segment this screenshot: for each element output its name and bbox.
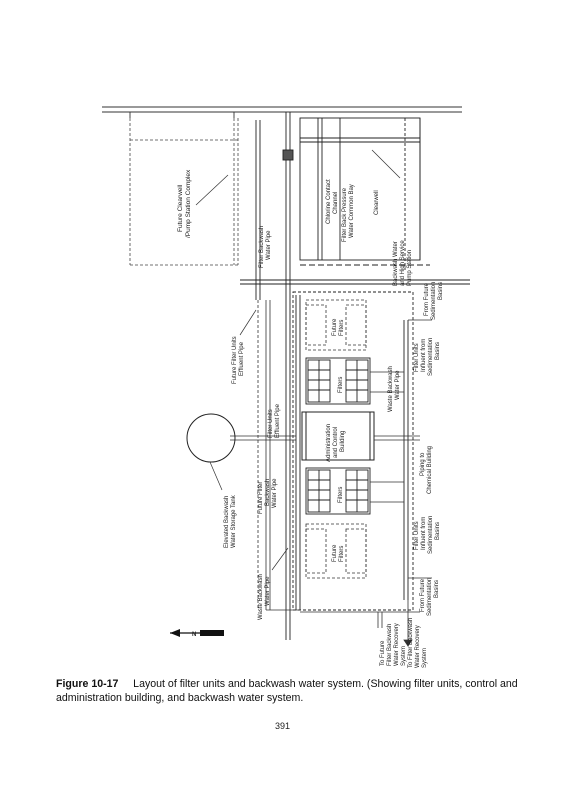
label-filter-effluent-2: Effluent Pipe [275, 403, 281, 438]
label-influent-bottom-1: Filter Units [414, 521, 420, 550]
figure-number: Figure 10-17 [56, 678, 119, 690]
label-backwash-station-2: and High Service [400, 240, 406, 286]
label-to-recovery-2: Water Recovery [415, 625, 421, 668]
label-future-filters-bottom-2: Filters [339, 546, 345, 562]
recovery-lines [300, 600, 420, 647]
filter-complex [292, 291, 414, 611]
label-filter-backwash-pipe-2: Water Pipe [266, 230, 272, 260]
label-future-filters-top-1: Future [332, 318, 338, 336]
label-from-future-sed-bottom-2: Sedimentation [427, 578, 433, 616]
tank-pointer [209, 461, 223, 491]
figure-caption-text: Layout of filter units and backwash wate… [56, 678, 518, 704]
label-admin-3: Building [340, 431, 346, 452]
label-future-filter-backwash-1: Future Filter [258, 482, 264, 514]
label-admin-2: and Control [333, 427, 339, 458]
label-to-recovery-1: To Filter Backwash [408, 618, 414, 668]
label-chlorine-contact-1: Chlorine Contact [326, 179, 332, 224]
figure-caption: Figure 10-17 Layout of filter units and … [56, 677, 526, 705]
clearwell-arrow [195, 174, 229, 206]
label-clearwell: Clearwell [374, 190, 380, 215]
label-piping-chemical-1: Piping to [420, 452, 426, 476]
label-filter-back-pressure-2: Water Common Bay [349, 184, 355, 238]
label-from-future-sed-top-1: From Future [424, 282, 430, 316]
label-chlorine-contact-2: Channel [333, 192, 339, 214]
label-filter-back-pressure-1: Filter Back Pressure [342, 187, 348, 242]
waste-backwash-pointer [271, 547, 289, 571]
label-from-future-sed-bottom-3: Basins [434, 580, 440, 598]
future-filters-bottom [305, 523, 367, 579]
label-pump-station-complex: /Pump Station Complex [185, 169, 192, 238]
label-future-filters-top-2: Filters [339, 320, 345, 336]
label-influent-bottom-4: Basins [435, 522, 441, 540]
label-piping-chemical-2: Chemical Building [427, 446, 433, 494]
label-filters-upper: Filters [338, 377, 344, 393]
page-number: 391 [274, 721, 291, 731]
label-future-filter-effluent-1: Future Filter Units [232, 336, 238, 384]
label-influent-top-2: Influent from [421, 339, 427, 372]
label-backwash-station-3: Pump Station [407, 250, 413, 286]
label-elevated-tank-1: Elevated Backwash [224, 496, 230, 548]
label-waste-backwash-right-2: Water Pipe [395, 370, 401, 400]
label-to-future-recovery-3: Water Recovery [394, 623, 400, 666]
label-to-future-recovery-4: System [401, 646, 407, 666]
label-from-future-sed-top-3: Basins [438, 282, 444, 300]
label-influent-top-3: Sedimentation [428, 338, 434, 376]
north-arrow-label: N [192, 632, 196, 638]
label-elevated-tank-2: Water Storage Tank [231, 494, 237, 548]
label-filters-lower: Filters [338, 487, 344, 503]
left-effluent-pipes [230, 300, 300, 611]
label-future-filters-bottom-1: Future [332, 544, 338, 562]
clearwell-pointer [371, 149, 401, 179]
label-backwash-station-1: Backwash Water [393, 241, 399, 286]
north-arrow: N [170, 629, 224, 638]
future-clearwell-outline [129, 118, 239, 266]
label-future-filter-effluent-2: Effluent Pipe [239, 341, 245, 376]
clearwell-building [299, 117, 430, 270]
label-future-clearwell: Future Clearwell [177, 184, 184, 232]
label-to-future-recovery-1: To Future [380, 640, 386, 666]
label-waste-backwash-left-1: Waste Backwash [258, 574, 264, 620]
influent-branches [370, 319, 432, 579]
label-to-recovery-3: System [422, 648, 428, 668]
label-waste-backwash-left-2: Water Pipe [265, 576, 271, 606]
future-filters-top [305, 299, 367, 351]
label-future-filter-backwash-3: Water Pipe [272, 478, 278, 508]
label-from-future-sed-top-2: Sedimentation [431, 282, 437, 320]
filters-lower [305, 467, 371, 515]
label-filter-effluent-1: Filter Units [268, 409, 274, 438]
top-frame-lines [102, 106, 462, 118]
label-waste-backwash-right-1: Waste Backwash [388, 366, 394, 412]
elevated-backwash-tank [186, 413, 236, 463]
label-influent-top-4: Basins [435, 342, 441, 360]
label-influent-top-1: Filter Units [414, 343, 420, 372]
label-admin-1: Administration [326, 424, 332, 462]
label-filter-backwash-pipe-1: Filter Backwash [259, 226, 265, 268]
filter-backwash-water-pipe [240, 112, 470, 640]
label-influent-bottom-3: Sedimentation [428, 516, 434, 554]
label-to-future-recovery-2: Filter Backwash [387, 624, 393, 666]
label-influent-bottom-2: Influent from [421, 517, 427, 550]
filters-upper [305, 357, 371, 405]
label-future-filter-backwash-2: Backwash [265, 479, 271, 506]
label-from-future-sed-bottom-1: From Future [420, 578, 426, 612]
future-effluent-pointer [239, 309, 257, 336]
